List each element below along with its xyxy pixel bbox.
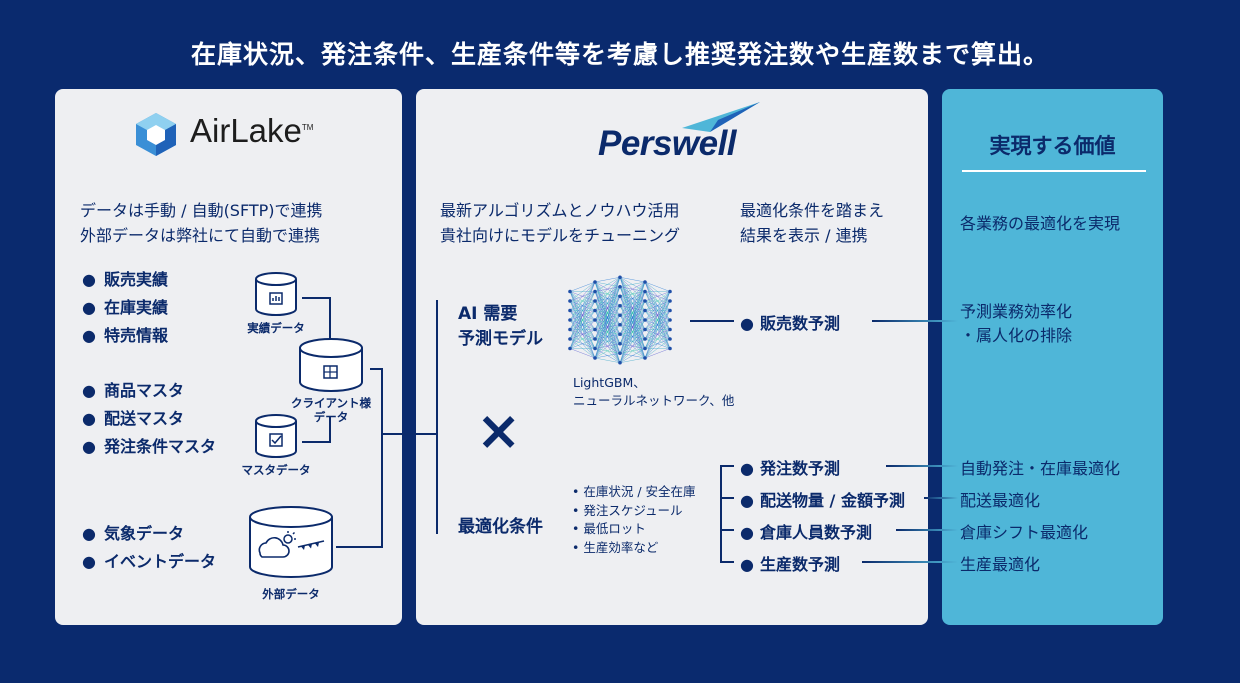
perswell-desc-right-line-1: 最適化条件を踏まえ bbox=[740, 201, 885, 220]
airlake-logo-text: AirLakeTM bbox=[190, 112, 313, 150]
db-label-external: 外部データ bbox=[262, 587, 320, 601]
data-group-external: 気象データ イベントデータ bbox=[82, 520, 216, 576]
nn-caption-line-1: LightGBM、 bbox=[573, 375, 646, 390]
airlake-desc-line-2: 外部データは弊社にて自動で連携 bbox=[80, 225, 321, 245]
list-item: イベントデータ bbox=[82, 548, 216, 576]
list-item: 発注条件マスタ bbox=[82, 433, 216, 461]
prediction-order: 発注数予測 bbox=[740, 455, 840, 479]
airlake-logo-icon bbox=[132, 111, 180, 161]
prediction-delivery: 配送物量 / 金額予測 bbox=[740, 487, 905, 511]
neural-network-caption: LightGBM、 ニューラルネットワーク、他 bbox=[573, 374, 734, 410]
weather-database-icon bbox=[248, 505, 334, 585]
list-item: 販売実績 bbox=[82, 266, 168, 294]
database-icon bbox=[298, 336, 364, 398]
optimization-conditions: • 在庫状況 / 安全在庫 • 発注スケジュール • 最低ロット • 生産効率な… bbox=[572, 483, 696, 557]
page-title: 在庫状況、発注条件、生産条件等を考慮し推奨発注数や生産数まで算出。 bbox=[190, 40, 1049, 69]
list-item: • 在庫状況 / 安全在庫 bbox=[572, 484, 696, 499]
list-item: 配送マスタ bbox=[82, 405, 216, 433]
database-icon bbox=[254, 271, 298, 321]
ai-model-label-line-2: 予測モデル bbox=[458, 329, 543, 349]
airlake-desc-line-1: データは手動 / 自動(SFTP)で連携 bbox=[80, 201, 323, 220]
perswell-description-right: 最適化条件を踏まえ 結果を表示 / 連携 bbox=[740, 199, 884, 249]
perswell-desc-line-1: 最新アルゴリズムとノウハウ活用 bbox=[440, 201, 680, 220]
list-item: • 発注スケジュール bbox=[572, 502, 683, 518]
ai-model-label: AI 需要 予測モデル bbox=[458, 302, 543, 352]
nn-caption-line-2: ニューラルネットワーク、他 bbox=[573, 393, 735, 408]
value-title-underline bbox=[962, 170, 1146, 172]
result-efficiency-line-2: ・属人化の排除 bbox=[960, 326, 1073, 345]
db-label-client-line-2: データ bbox=[313, 410, 349, 424]
result-delivery: 配送最適化 bbox=[960, 491, 1041, 510]
perswell-description-left: 最新アルゴリズムとノウハウ活用 貴社向けにモデルをチューニング bbox=[440, 199, 680, 249]
db-label-client: クライアント様 データ bbox=[286, 396, 376, 424]
trademark-mark: TM bbox=[301, 123, 314, 132]
result-efficiency: 予測業務効率化 ・属人化の排除 bbox=[960, 300, 1072, 348]
list-item: 商品マスタ bbox=[82, 377, 216, 405]
value-intro: 各業務の最適化を実現 bbox=[960, 214, 1121, 233]
airlake-description: データは手動 / 自動(SFTP)で連携 外部データは弊社にて自動で連携 bbox=[80, 199, 323, 249]
db-label-client-line-1: クライアント様 bbox=[290, 396, 372, 410]
db-label-jisseki: 実績データ bbox=[247, 321, 305, 335]
value-panel bbox=[942, 89, 1163, 625]
result-production: 生産最適化 bbox=[960, 555, 1041, 574]
db-label-master: マスタデータ bbox=[241, 463, 311, 477]
prediction-warehouse: 倉庫人員数予測 bbox=[740, 519, 872, 543]
ai-model-label-line-1: AI 需要 bbox=[458, 304, 518, 324]
perswell-desc-right-line-2: 結果を表示 / 連携 bbox=[740, 225, 868, 245]
list-item: 在庫実績 bbox=[82, 294, 168, 322]
perswell-logo-icon bbox=[682, 102, 760, 136]
perswell-logo: Perswell bbox=[598, 124, 737, 163]
prediction-production: 生産数予測 bbox=[740, 551, 840, 575]
data-group-sales: 販売実績 在庫実績 特売情報 bbox=[82, 266, 168, 350]
list-item: • 最低ロット bbox=[572, 521, 646, 536]
airlake-logo-label: AirLake bbox=[190, 112, 302, 149]
database-icon bbox=[254, 413, 298, 463]
neural-network-icon bbox=[562, 270, 678, 374]
prediction-sales: 販売数予測 bbox=[740, 310, 840, 334]
optimization-label: 最適化条件 bbox=[458, 517, 543, 537]
list-item: 気象データ bbox=[82, 520, 216, 548]
value-title: 実現する価値 bbox=[989, 134, 1116, 158]
list-item: 特売情報 bbox=[82, 322, 168, 350]
result-auto-order: 自動発注・在庫最適化 bbox=[960, 459, 1121, 478]
result-efficiency-line-1: 予測業務効率化 bbox=[960, 302, 1073, 321]
data-group-master: 商品マスタ 配送マスタ 発注条件マスタ bbox=[82, 377, 216, 461]
perswell-desc-line-2: 貴社向けにモデルをチューニング bbox=[440, 225, 681, 245]
multiply-icon: × bbox=[476, 399, 522, 462]
list-item: • 生産効率など bbox=[572, 539, 659, 555]
result-warehouse: 倉庫シフト最適化 bbox=[960, 523, 1089, 542]
